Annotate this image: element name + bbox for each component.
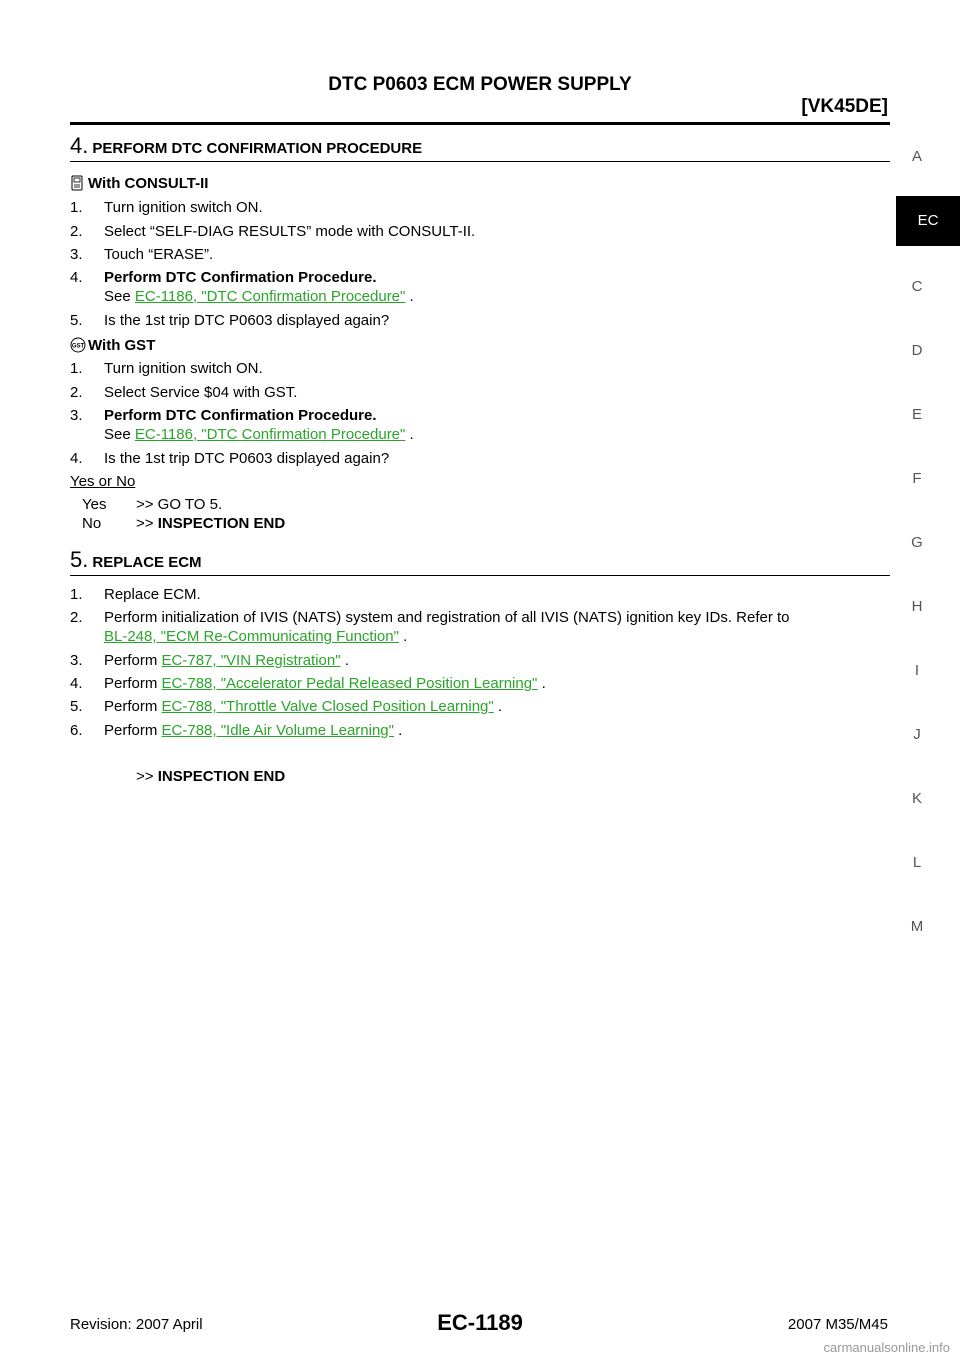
index-tab-d[interactable]: D xyxy=(911,342,923,359)
header-rule xyxy=(70,122,890,125)
index-tab-c[interactable]: C xyxy=(911,278,923,295)
index-tab-l[interactable]: L xyxy=(912,854,922,871)
page-title: DTC P0603 ECM POWER SUPPLY xyxy=(328,74,632,95)
step-title: REPLACE ECM xyxy=(92,554,202,571)
list-item: 6.Perform EC-788, "Idle Air Volume Learn… xyxy=(70,722,403,739)
svg-text:GST: GST xyxy=(72,344,85,350)
list-item: 5.Is the 1st trip DTC P0603 displayed ag… xyxy=(70,312,390,329)
step-number: 5. xyxy=(70,547,89,572)
list-item: 2.Perform initialization of IVIS (NATS) … xyxy=(70,609,790,626)
engine-code: [VK45DE] xyxy=(801,96,888,117)
list-item: 5.Perform EC-788, "Throttle Valve Closed… xyxy=(70,698,503,715)
consult-heading: With CONSULT-II xyxy=(70,174,890,194)
inspection-end: >> INSPECTION END xyxy=(136,768,286,785)
page-number: EC-1189 xyxy=(437,1310,523,1335)
index-tab-g[interactable]: G xyxy=(911,534,923,551)
step-5-heading: 5.REPLACE ECM xyxy=(70,547,890,573)
step-number: 4. xyxy=(70,133,89,158)
index-tab-j[interactable]: J xyxy=(913,726,921,743)
index-tab-a[interactable]: A xyxy=(911,148,922,165)
consult-icon xyxy=(70,175,84,191)
index-tab-k[interactable]: K xyxy=(911,790,922,807)
answer-yes: Yes>> GO TO 5. xyxy=(82,496,223,513)
answer-no: No>> INSPECTION END xyxy=(82,515,286,532)
list-item: 2.Select “SELF-DIAG RESULTS” mode with C… xyxy=(70,223,476,240)
list-item: 3.Touch “ERASE”. xyxy=(70,246,214,263)
list-item: 4.Perform EC-788, "Accelerator Pedal Rel… xyxy=(70,675,546,692)
list-item: 3.Perform EC-787, "VIN Registration" . xyxy=(70,652,349,669)
list-item-cont: BL-248, "ECM Re-Communicating Function" … xyxy=(104,628,408,645)
step-4-heading: 4.PERFORM DTC CONFIRMATION PROCEDURE xyxy=(70,133,890,159)
see-reference: See EC-1186, "DTC Confirmation Procedure… xyxy=(104,426,414,443)
gst-heading: GST With GST xyxy=(70,337,156,354)
index-tab-f[interactable]: F xyxy=(912,470,922,487)
list-item: 4.Is the 1st trip DTC P0603 displayed ag… xyxy=(70,450,390,467)
list-item: 4.Perform DTC Confirmation Procedure. xyxy=(70,269,377,286)
gst-icon: GST xyxy=(70,337,86,353)
list-item: 2.Select Service $04 with GST. xyxy=(70,384,298,401)
step-title: PERFORM DTC CONFIRMATION PROCEDURE xyxy=(92,140,423,157)
watermark: carmanualsonline.info xyxy=(823,1340,950,1355)
yes-or-no-label: Yes or No xyxy=(70,473,136,490)
step-rule xyxy=(70,161,890,162)
link-dtc-confirmation[interactable]: EC-1186, "DTC Confirmation Procedure" xyxy=(134,426,406,443)
list-item: 1.Turn ignition switch ON. xyxy=(70,199,263,216)
link-throttle-valve-learning[interactable]: EC-788, "Throttle Valve Closed Position … xyxy=(161,698,494,715)
list-item: 1.Turn ignition switch ON. xyxy=(70,360,263,377)
index-tab-ec[interactable]: EC xyxy=(896,196,960,246)
see-reference: See EC-1186, "DTC Confirmation Procedure… xyxy=(104,288,414,305)
index-tab-h[interactable]: H xyxy=(911,598,923,615)
list-item: 1.Replace ECM. xyxy=(70,586,201,603)
link-accel-pedal-learning[interactable]: EC-788, "Accelerator Pedal Released Posi… xyxy=(161,675,538,692)
list-item: 3.Perform DTC Confirmation Procedure. xyxy=(70,407,377,424)
model-text: 2007 M35/M45 xyxy=(787,1316,888,1333)
step-rule xyxy=(70,575,890,576)
index-tab-m[interactable]: M xyxy=(910,918,924,935)
index-tab-e[interactable]: E xyxy=(911,406,922,423)
link-vin-registration[interactable]: EC-787, "VIN Registration" xyxy=(161,652,341,669)
link-ecm-recommunicating[interactable]: BL-248, "ECM Re-Communicating Function" xyxy=(104,628,399,645)
link-dtc-confirmation[interactable]: EC-1186, "DTC Confirmation Procedure" xyxy=(134,288,406,305)
link-idle-air-volume-learning[interactable]: EC-788, "Idle Air Volume Learning" xyxy=(161,722,394,739)
revision-text: Revision: 2007 April xyxy=(70,1316,203,1333)
index-tab-i[interactable]: I xyxy=(914,662,920,679)
